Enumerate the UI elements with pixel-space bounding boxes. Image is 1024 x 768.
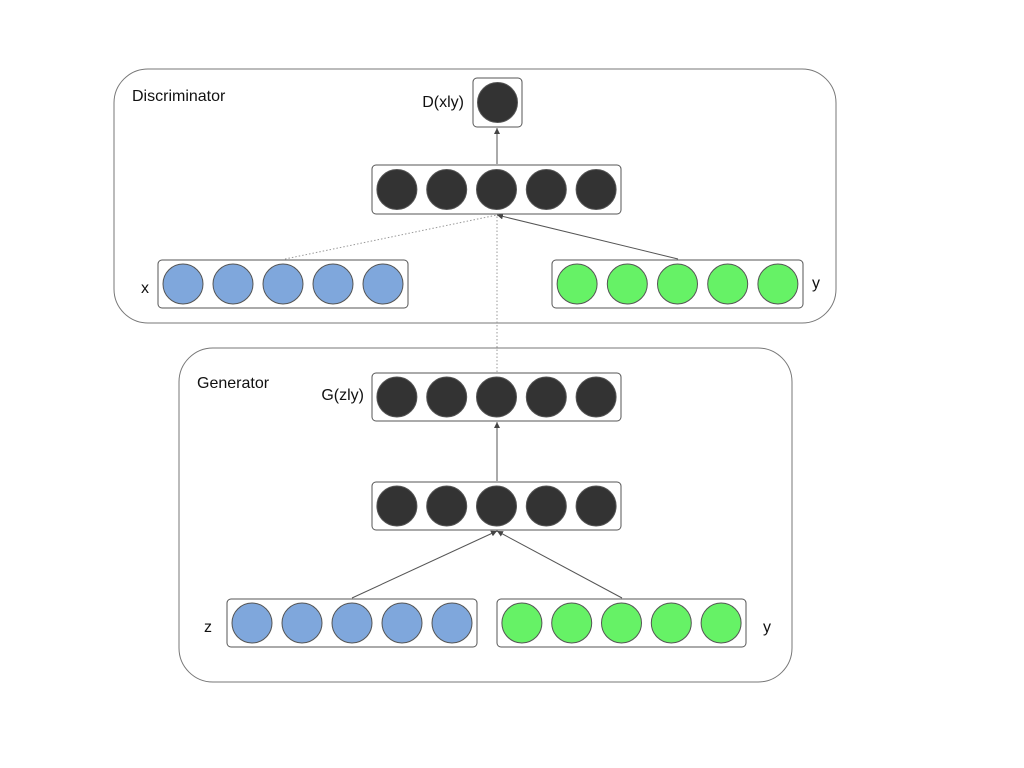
edge-z-to-g-hidden: [351, 530, 498, 599]
edge-y-to-d-hidden: [496, 213, 679, 260]
neuron-unit: [575, 376, 617, 418]
neuron-unit: [477, 82, 518, 123]
d-y-input-label: y: [812, 275, 820, 292]
generator-title: Generator: [197, 375, 270, 392]
neuron-unit: [700, 602, 742, 644]
neuron-unit: [575, 485, 617, 527]
neuron-unit: [262, 263, 304, 305]
neuron-unit: [575, 169, 617, 210]
neuron-unit: [556, 263, 598, 305]
neuron-unit: [606, 263, 648, 305]
neuron-unit: [525, 376, 567, 418]
neuron-unit: [376, 169, 418, 210]
neuron-unit: [476, 169, 517, 210]
neuron-unit: [650, 602, 692, 644]
connections: [284, 128, 679, 599]
discriminator-title: Discriminator: [132, 88, 226, 105]
neuron-unit: [525, 169, 567, 210]
neuron-unit: [426, 485, 468, 527]
neuron-unit: [212, 263, 254, 305]
neuron-unit: [162, 263, 204, 305]
generator-frame: [178, 347, 793, 683]
g-output-label: G(zly): [321, 387, 364, 404]
neuron-unit: [426, 169, 468, 210]
neuron-unit: [525, 485, 567, 527]
edge-y-to-g-hidden: [496, 530, 623, 599]
layer-g-z: [226, 598, 478, 648]
neuron-unit: [376, 485, 418, 527]
neuron-unit: [231, 602, 273, 644]
neuron-unit: [426, 376, 468, 418]
discriminator-panel: Discriminator: [113, 68, 837, 324]
neuron-unit: [501, 602, 543, 644]
neuron-unit: [381, 602, 423, 644]
neuron-unit: [657, 263, 698, 305]
neuron-unit: [312, 263, 354, 305]
x-input-label: x: [141, 280, 149, 297]
layer-d-y: [551, 259, 804, 309]
layer-d-hidden: [371, 164, 622, 215]
layer-d-output: [472, 77, 523, 128]
neuron-unit: [331, 602, 373, 644]
layer-g-y: [496, 598, 747, 648]
neuron-unit: [757, 263, 799, 305]
neuron-unit: [476, 376, 517, 418]
neuron-unit: [431, 602, 473, 644]
neuron-unit: [476, 485, 517, 527]
z-input-label: z: [204, 619, 212, 636]
layer-d-x: [157, 259, 409, 309]
neuron-unit: [551, 602, 593, 644]
edge-x-to-d-hidden: [284, 214, 498, 260]
neuron-unit: [376, 376, 418, 418]
neuron-unit: [281, 602, 323, 644]
generator-panel: Generator: [178, 347, 793, 683]
layer-g-output: [371, 372, 622, 422]
d-output-label: D(xly): [422, 94, 464, 111]
g-y-input-label: y: [763, 619, 771, 636]
neuron-unit: [707, 263, 749, 305]
neuron-unit: [362, 263, 404, 305]
discriminator-frame: [113, 68, 837, 324]
layer-g-hidden: [371, 481, 622, 531]
neuron-unit: [601, 602, 642, 644]
